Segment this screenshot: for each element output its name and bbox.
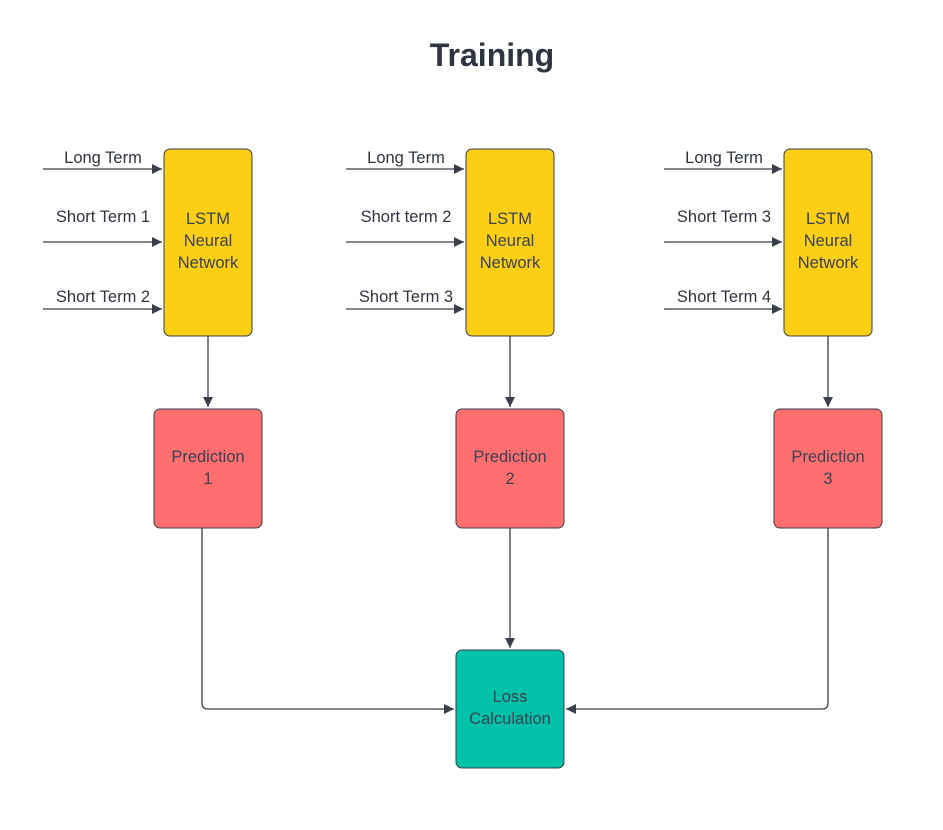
input-label-long-term-3: Long Term (685, 149, 763, 167)
input-label-short-term-b-2: Short Term 3 (359, 288, 453, 306)
prediction-box-2 (455, 408, 565, 529)
prediction-3-to-loss-connector (566, 528, 829, 714)
input-label-long-term-1: Long Term (64, 149, 142, 167)
loss-calculation-box (455, 649, 565, 769)
prediction-label-line2-2: 2 (505, 470, 514, 488)
lstm-label-line2-1: Neural (184, 232, 233, 250)
loss-label-line2: Calculation (469, 710, 551, 728)
diagram-title: Training (430, 37, 554, 73)
lstm-label-line3-3: Network (798, 254, 859, 272)
input-label-short-term-a-3: Short Term 3 (677, 208, 771, 226)
prediction-label-line2-1: 1 (203, 470, 212, 488)
column-2: Long Term Short term 2 Short Term 3 LSTM… (346, 148, 565, 529)
input-label-short-term-b-3: Short Term 4 (677, 288, 771, 306)
lstm-label-line2-3: Neural (804, 232, 853, 250)
lstm-label-line1-1: LSTM (186, 210, 230, 228)
prediction-box-1 (153, 408, 263, 529)
column-1: Long Term Short Term 1 Short Term 2 LSTM… (43, 148, 263, 529)
column-3: Long Term Short Term 3 Short Term 4 LSTM… (664, 148, 883, 529)
lstm-label-line1-3: LSTM (806, 210, 850, 228)
input-label-long-term-2: Long Term (367, 149, 445, 167)
prediction-label-line1-3: Prediction (791, 448, 864, 466)
prediction-label-line2-3: 3 (823, 470, 832, 488)
lstm-label-line2-2: Neural (486, 232, 535, 250)
input-label-short-term-a-2: Short term 2 (361, 208, 452, 226)
input-label-short-term-b-1: Short Term 2 (56, 288, 150, 306)
lstm-label-line3-1: Network (178, 254, 239, 272)
lstm-label-line3-2: Network (480, 254, 541, 272)
prediction-label-line1-1: Prediction (171, 448, 244, 466)
prediction-label-line1-2: Prediction (473, 448, 546, 466)
loss-label-line1: Loss (493, 688, 528, 706)
input-label-short-term-a-1: Short Term 1 (56, 208, 150, 226)
prediction-1-to-loss-connector (201, 528, 454, 714)
prediction-box-3 (773, 408, 883, 529)
lstm-label-line1-2: LSTM (488, 210, 532, 228)
